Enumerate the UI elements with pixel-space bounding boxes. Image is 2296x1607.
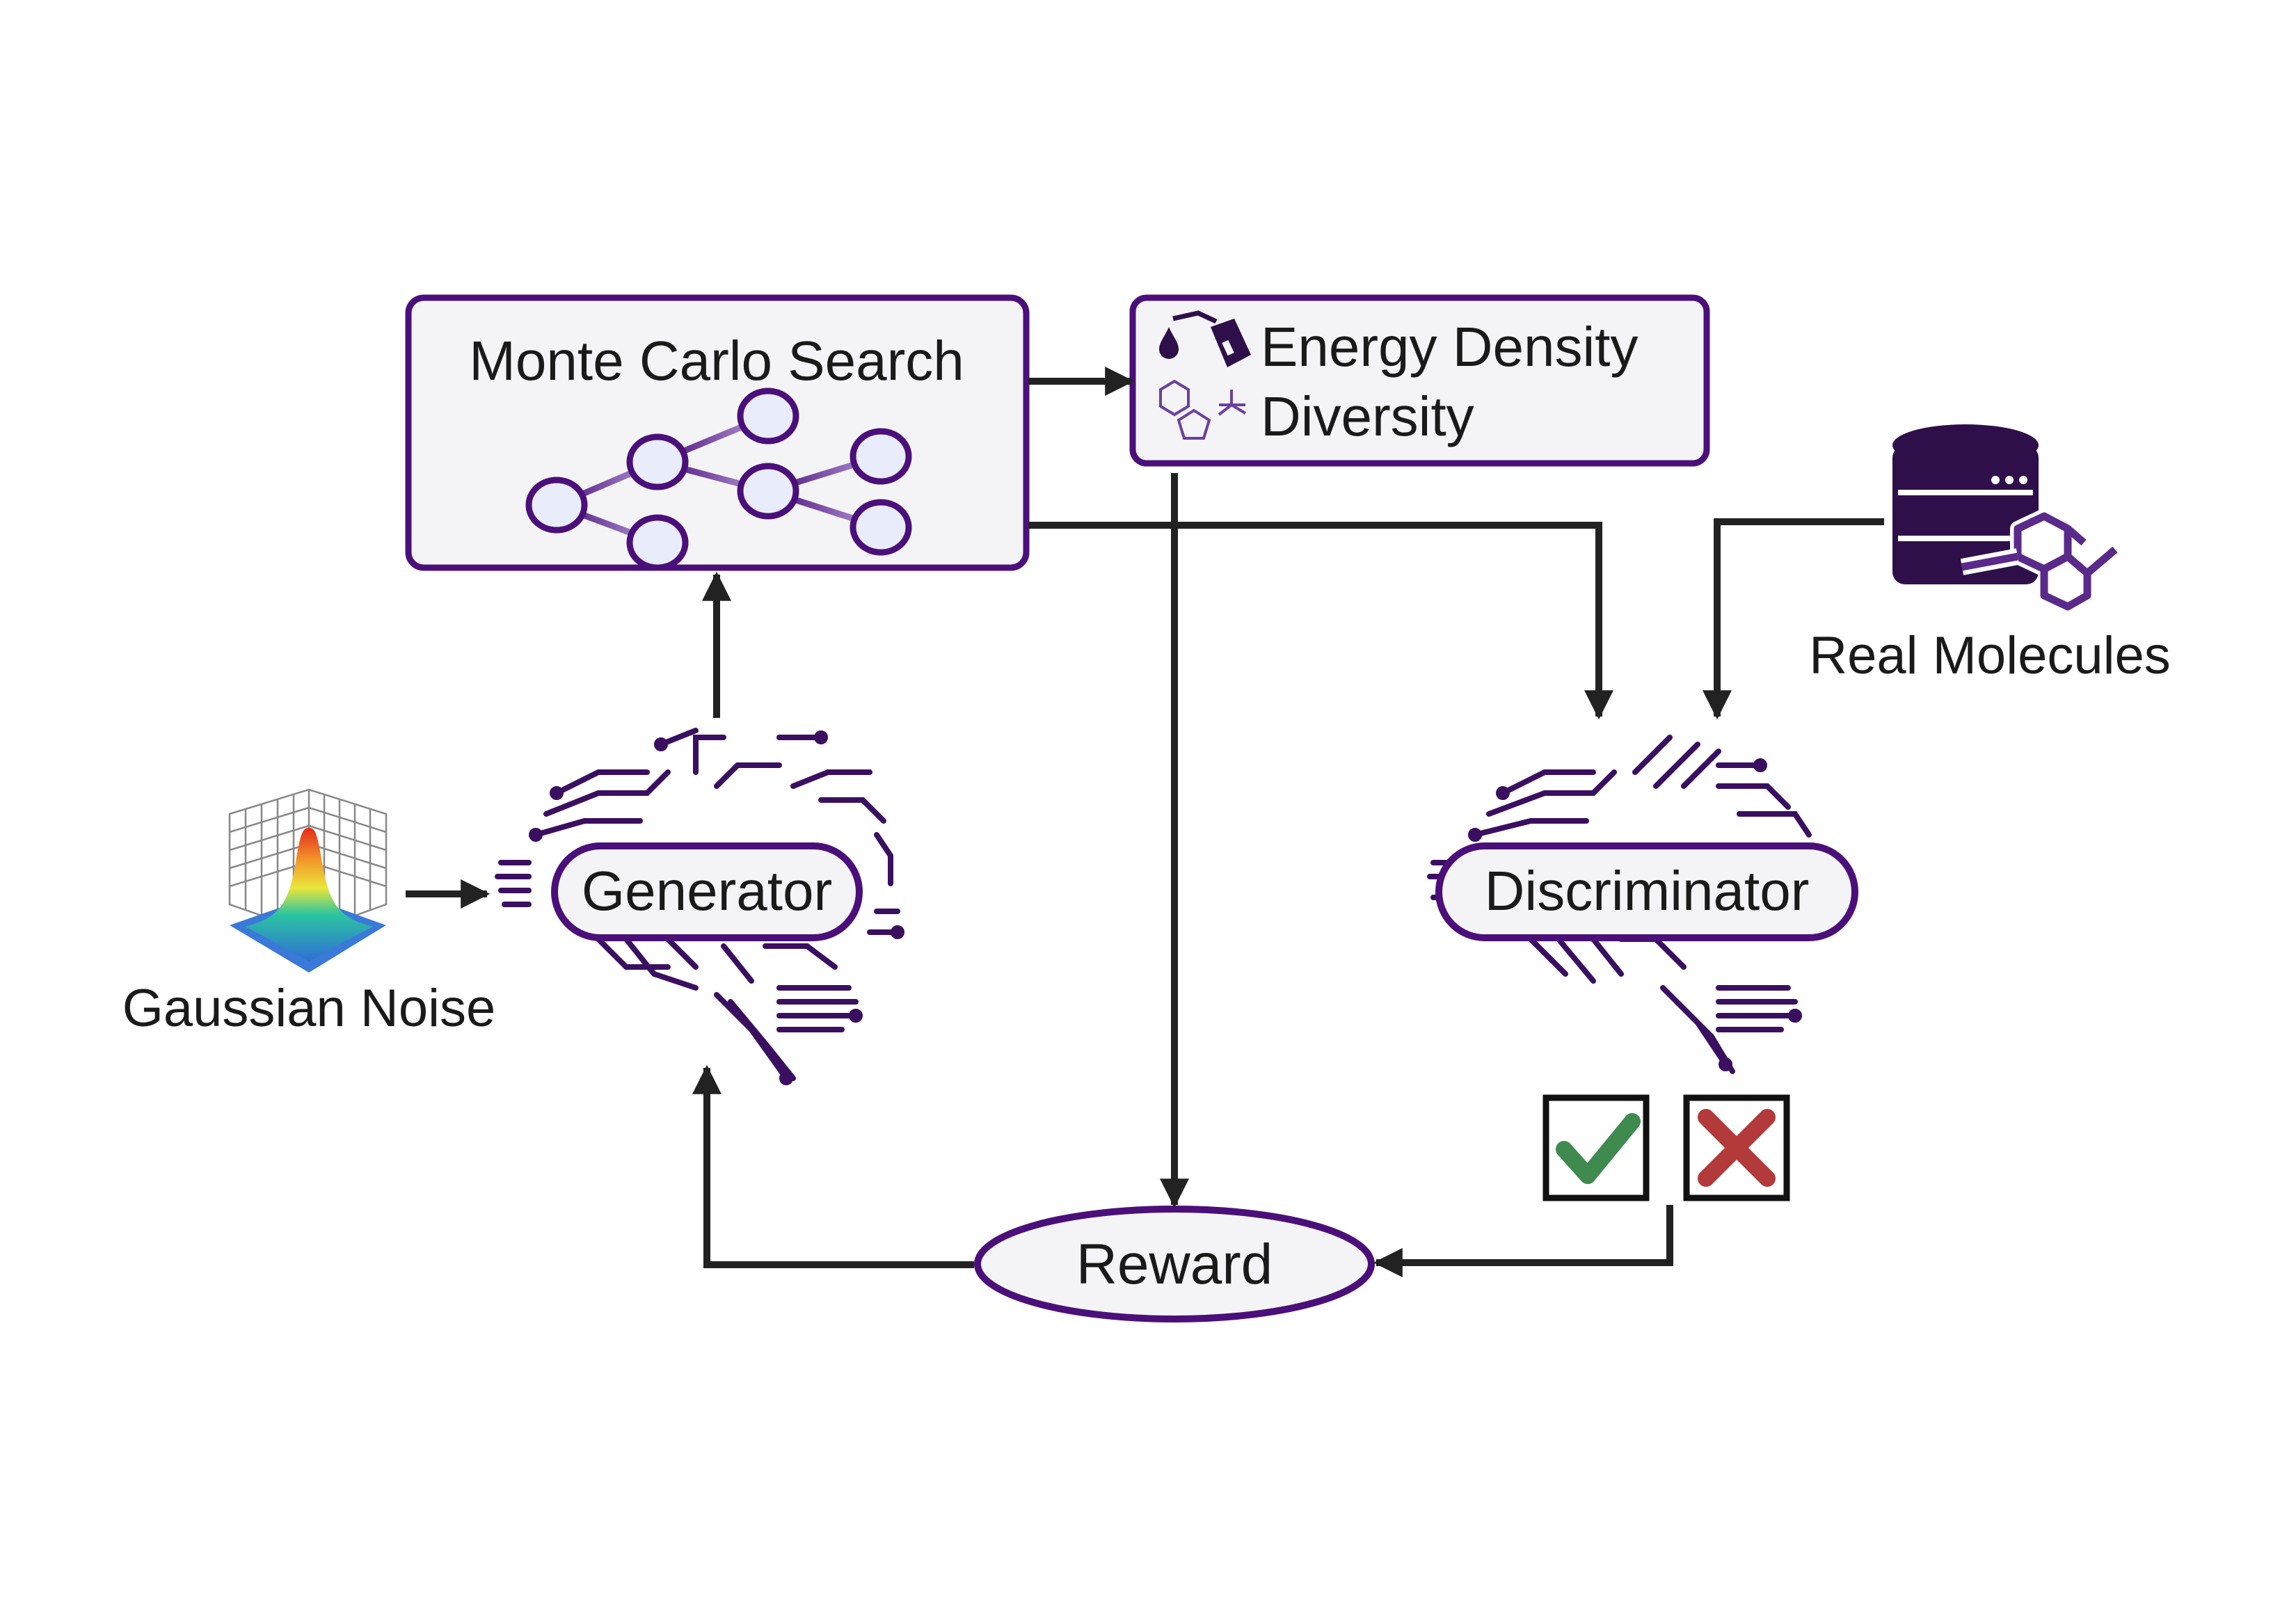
database-icon xyxy=(1892,424,2039,584)
real-molecules-label: Real Molecules xyxy=(1809,626,2171,685)
reward-node: Reward xyxy=(974,1206,1375,1322)
energy-density-label: Energy Density xyxy=(1261,316,1638,378)
discriminator-label: Discriminator xyxy=(1485,860,1810,922)
droplet-icon xyxy=(1159,327,1179,359)
arrow-discriminator-to-reward xyxy=(1373,1205,1673,1277)
search-tree-icon xyxy=(525,387,912,571)
reward-label: Reward xyxy=(1076,1233,1273,1296)
gaussian-surface-icon xyxy=(228,788,388,973)
discriminator-node: Discriminator xyxy=(1435,842,1858,941)
gaussian-noise-label: Gaussian Noise xyxy=(122,979,496,1038)
generator-node: Generator xyxy=(551,842,863,941)
generator-label: Generator xyxy=(582,860,832,922)
diversity-label: Diversity xyxy=(1261,385,1474,447)
fuel-pump-icon xyxy=(1172,310,1251,367)
monte-carlo-title: Monte Carlo Search xyxy=(469,330,964,392)
molecule-icon xyxy=(1960,509,2118,611)
cross-icon xyxy=(1683,1094,1790,1201)
objectives-box: Energy Density Diversity xyxy=(1129,294,1710,467)
arrow-database-to-discriminator xyxy=(1703,518,1884,720)
generator-brain-icon xyxy=(495,728,904,1085)
monte-carlo-search-box: Monte Carlo Search xyxy=(405,294,1030,571)
molecule-fragment-icon xyxy=(1159,379,1247,440)
check-icon xyxy=(1542,1094,1650,1201)
arrow-reward-to-generator xyxy=(692,1064,974,1268)
arrow-mcs-to-discriminator xyxy=(1028,522,1613,720)
